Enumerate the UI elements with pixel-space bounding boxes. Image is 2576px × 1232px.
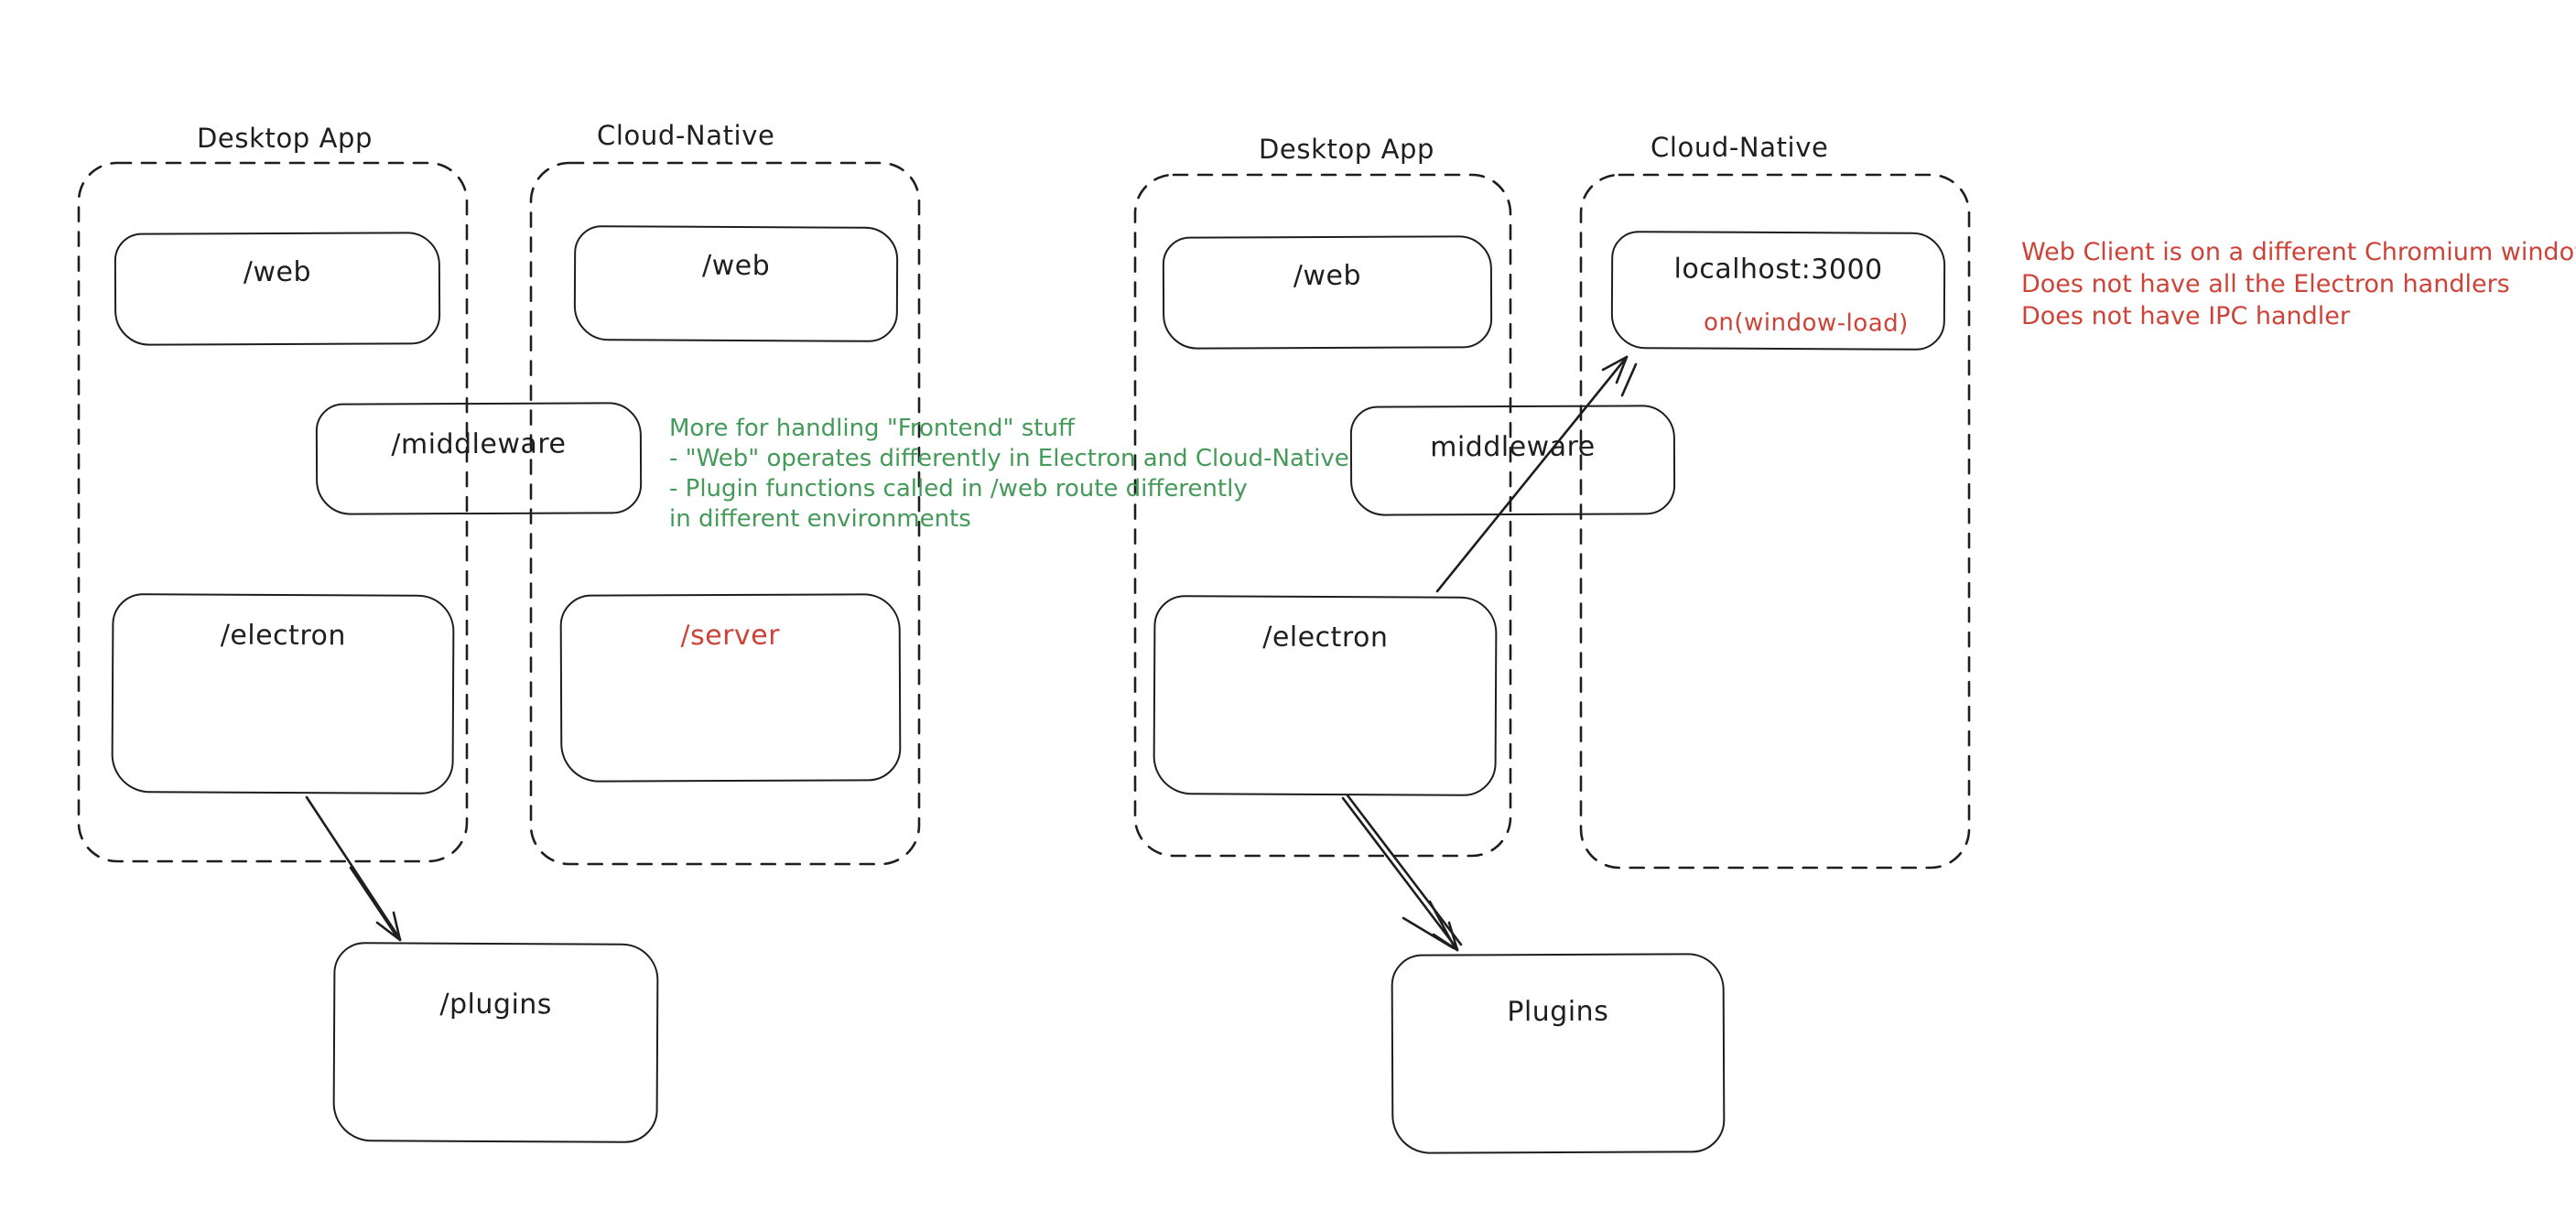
right-localhost-box: localhost:3000 on(window-load): [1610, 231, 1946, 351]
right-electron-label: /electron: [1262, 621, 1389, 654]
right-web-box: /web: [1162, 235, 1493, 350]
left-plugins-label: /plugins: [439, 988, 553, 1021]
green-annotation-line: - "Web" operates differently in Electron…: [669, 445, 1349, 472]
right-plugins-label: Plugins: [1507, 995, 1609, 1029]
green-annotation-line: - Plugin functions called in /web route …: [669, 475, 1248, 503]
green-annotation: More for handling "Frontend" stuff - "We…: [669, 414, 1349, 535]
left-middleware-label: /middleware: [391, 427, 567, 461]
green-annotation-line: More for handling "Frontend" stuff: [669, 415, 1075, 442]
right-cloud-native-label: Cloud-Native: [1651, 132, 1829, 163]
red-annotation-line: Does not have all the Electron handlers: [2021, 270, 2510, 298]
left-web-cloud-box: /web: [573, 225, 899, 342]
right-desktop-app-label: Desktop App: [1259, 134, 1435, 165]
left-web-desktop-box: /web: [114, 232, 441, 346]
right-middleware-box: middleware: [1349, 405, 1676, 516]
right-plugins-box: Plugins: [1391, 953, 1726, 1154]
left-server-label: /server: [680, 619, 781, 653]
right-localhost-label: localhost:3000: [1673, 253, 1883, 286]
left-server-box: /server: [559, 593, 902, 783]
arrow-electron-to-plugins-left: [305, 795, 402, 942]
red-annotation-line: Web Client is on a different Chromium wi…: [2021, 238, 2576, 266]
left-electron-label: /electron: [220, 619, 347, 653]
arrow-electron-to-plugins-right: [1341, 794, 1463, 952]
right-electron-box: /electron: [1153, 595, 1498, 796]
left-cloud-native-label: Cloud-Native: [597, 120, 775, 151]
green-annotation-line: in different environments: [669, 505, 971, 533]
red-annotation-line: Does not have IPC handler: [2021, 302, 2351, 330]
red-annotation: Web Client is on a different Chromium wi…: [2021, 236, 2576, 332]
right-middleware-label: middleware: [1430, 430, 1596, 464]
left-web-cloud-label: /web: [701, 249, 771, 283]
right-on-window-load-label: on(window-load): [1703, 308, 1909, 338]
left-electron-box: /electron: [111, 593, 455, 794]
left-desktop-app-label: Desktop App: [197, 123, 373, 154]
left-plugins-box: /plugins: [332, 942, 659, 1143]
left-web-desktop-label: /web: [243, 255, 312, 289]
left-middleware-box: /middleware: [315, 402, 643, 515]
right-web-label: /web: [1293, 259, 1362, 293]
